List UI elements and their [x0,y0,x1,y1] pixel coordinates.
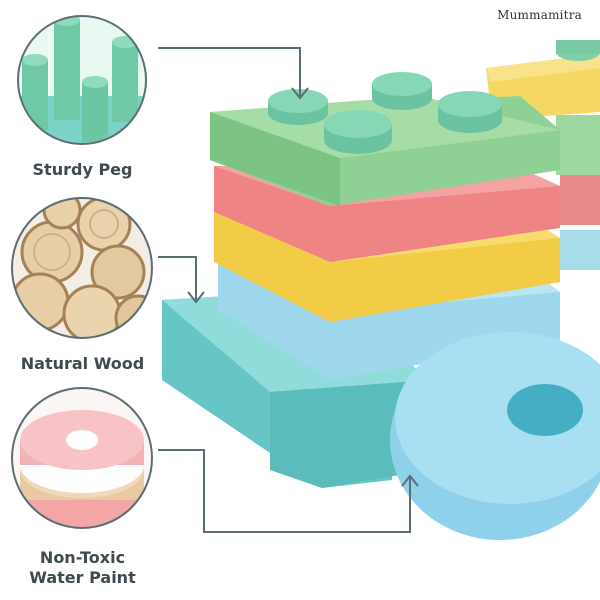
feature-text: Natural Wood [20,354,145,373]
wood-logs-image [11,197,153,339]
feature-label-sturdy-peg: Sturdy Peg [0,160,165,180]
brand-watermark: Mummamitra [497,8,582,22]
blue-donut-ring [390,332,600,540]
peg-closeup-image [17,15,147,145]
green-pegs [268,72,502,154]
feature-text-line2: Water Paint [29,568,136,587]
feature-label-non-toxic-paint: Non-Toxic Water Paint [0,548,165,588]
callout-lines [158,47,419,533]
feature-label-natural-wood: Natural Wood [0,354,165,374]
feature-text-line1: Non-Toxic [39,548,126,567]
feature-text: Sturdy Peg [32,160,133,179]
painted-ring-image [11,387,153,529]
